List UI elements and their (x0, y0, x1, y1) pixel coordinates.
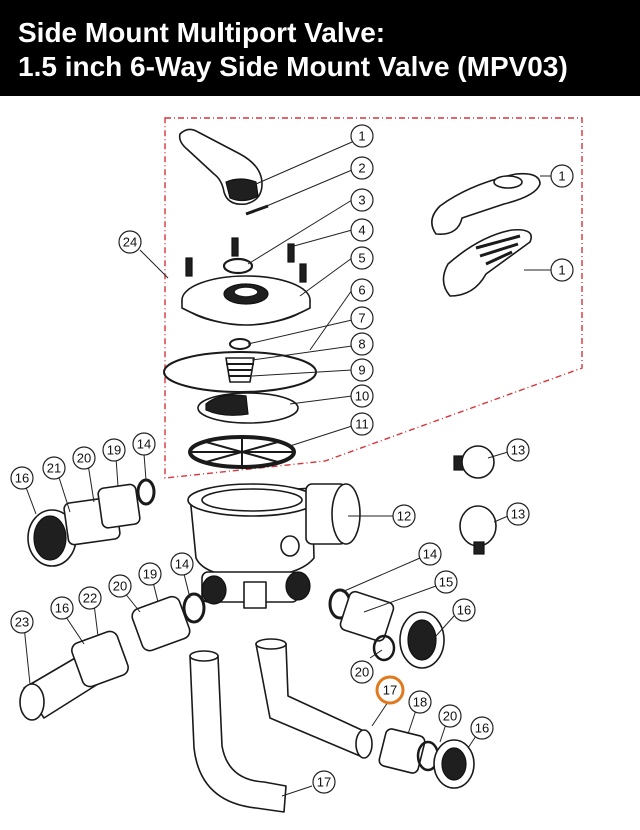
callout-16-upper-bubble (10, 466, 34, 490)
part-gauge-front (453, 445, 495, 479)
callout-11-bubble (350, 412, 374, 436)
callout-10-bubble (350, 384, 374, 408)
callout-19-lower: 19 (143, 567, 157, 582)
callout-12: 12 (397, 509, 411, 524)
part-handle (178, 128, 263, 206)
callout-19-upper: 19 (107, 443, 121, 458)
callout-18: 18 (413, 695, 427, 710)
callout-16-lower: 16 (55, 601, 69, 616)
callout-3-bubble (350, 188, 374, 212)
callout-21: 21 (47, 461, 61, 476)
part-spring-stack (225, 338, 255, 383)
callout-16-right-bubble (452, 598, 476, 622)
callout-20-right-bubble (350, 660, 374, 684)
callout-7: 7 (358, 311, 365, 326)
callout-20-right: 20 (355, 665, 369, 680)
callout-3: 3 (358, 193, 365, 208)
fitting-set-lower-left (19, 592, 206, 721)
part-elbow-pipe (189, 650, 287, 813)
callout-21-bubble (42, 456, 66, 480)
callout-5-bubble (350, 246, 374, 270)
callout-4-bubble (350, 218, 374, 242)
part-screws (185, 237, 307, 283)
callout-2: 2 (358, 161, 365, 176)
callout-16-upper: 16 (15, 471, 29, 486)
callout-14-upper-bubble (132, 432, 156, 456)
title-line-2: 1.5 inch 6-Way Side Mount Valve (MPV03) (18, 51, 568, 82)
callout-14-right: 14 (423, 547, 437, 562)
callout-13-side: 13 (511, 507, 525, 522)
callout-17-bottom: 17 (317, 775, 331, 790)
callout-20-bottom-bubble (438, 704, 462, 728)
callout-22-bubble (78, 586, 102, 610)
callout-17-highlighted: 17 (383, 683, 397, 698)
callout-20-bottom: 20 (443, 709, 457, 724)
callout-5: 5 (358, 251, 365, 266)
callout-16-lower-bubble (50, 596, 74, 620)
callout-1-alt-a: 1 (558, 169, 565, 184)
part-valve-body (187, 483, 317, 609)
part-rotor-gasket (188, 435, 296, 469)
page-header: Side Mount Multiport Valve: 1.5 inch 6-W… (0, 0, 640, 96)
callout-1-alt-b: 1 (558, 263, 565, 278)
callout-16-bottom-bubble (470, 716, 494, 740)
callout-8: 8 (358, 337, 365, 352)
callout-13-front: 13 (511, 443, 525, 458)
callout-14-upper: 14 (137, 437, 151, 452)
callout-11: 11 (355, 417, 369, 432)
part-alt-handle-smooth (431, 172, 541, 235)
part-rotor (197, 392, 299, 424)
part-alt-handle-grip (442, 228, 532, 297)
callout-13-front-bubble (506, 438, 530, 462)
callout-20-upper: 20 (77, 451, 91, 466)
callout-16-right: 16 (457, 603, 471, 618)
callout-13-side-bubble (506, 502, 530, 526)
part-union-nut-body-right (305, 483, 361, 545)
callout-7-bubble (350, 306, 374, 330)
callout-24-bubble (118, 230, 142, 254)
callout-12-bubble (392, 504, 416, 528)
callout-4: 4 (358, 223, 365, 238)
callout-9-bubble (350, 358, 374, 382)
fitting-set-upper-left (27, 478, 156, 567)
part-cover (181, 275, 311, 326)
part-gauge-side (459, 505, 497, 555)
callout-20-upper-bubble (72, 446, 96, 470)
callout-20-lower-bubble (108, 574, 132, 598)
callout-15-bubble (434, 570, 458, 594)
callout-15: 15 (439, 575, 453, 590)
exploded-parts-diagram: 1 2 3 4 5 6 7 8 9 10 11 1 1 24 12 13 13 (10, 117, 583, 813)
callout-16-bottom: 16 (475, 721, 489, 736)
callout-19-upper-bubble (102, 438, 126, 462)
callout-10: 10 (355, 389, 369, 404)
kit-boundary (164, 117, 583, 479)
callout-24: 24 (123, 235, 137, 250)
callout-23: 23 (15, 615, 29, 630)
part-small-oring (222, 257, 254, 275)
fitting-set-lower-right (378, 728, 475, 789)
callout-17-bottom-bubble (312, 770, 336, 794)
callout-14-right-bubble (418, 542, 442, 566)
callout-22: 22 (83, 591, 97, 606)
callout-1-alt-b-bubble (550, 258, 574, 282)
callout-14-mid-bubble (170, 552, 194, 576)
title-line-1: Side Mount Multiport Valve: (18, 17, 386, 48)
callout-6: 6 (358, 283, 365, 298)
callout-9: 9 (358, 363, 365, 378)
callout-14-mid: 14 (175, 557, 189, 572)
fitting-set-right (328, 588, 445, 669)
callout-1-alt-a-bubble (550, 164, 574, 188)
callout-18-bubble (408, 690, 432, 714)
callout-17-highlighted-ring (375, 675, 405, 705)
callout-1-bubble (350, 124, 374, 148)
callout-6-bubble (350, 278, 374, 302)
callout-8-bubble (350, 332, 374, 356)
callout-2-bubble (350, 156, 374, 180)
callout-1: 1 (358, 129, 365, 144)
part-tee-pipe (255, 638, 373, 759)
callout-20-lower: 20 (113, 579, 127, 594)
callout-19-lower-bubble (138, 562, 162, 586)
callout-23-bubble (10, 610, 34, 634)
callout-labels: 1 2 3 4 5 6 7 8 9 10 11 1 1 24 12 13 13 (10, 124, 574, 794)
